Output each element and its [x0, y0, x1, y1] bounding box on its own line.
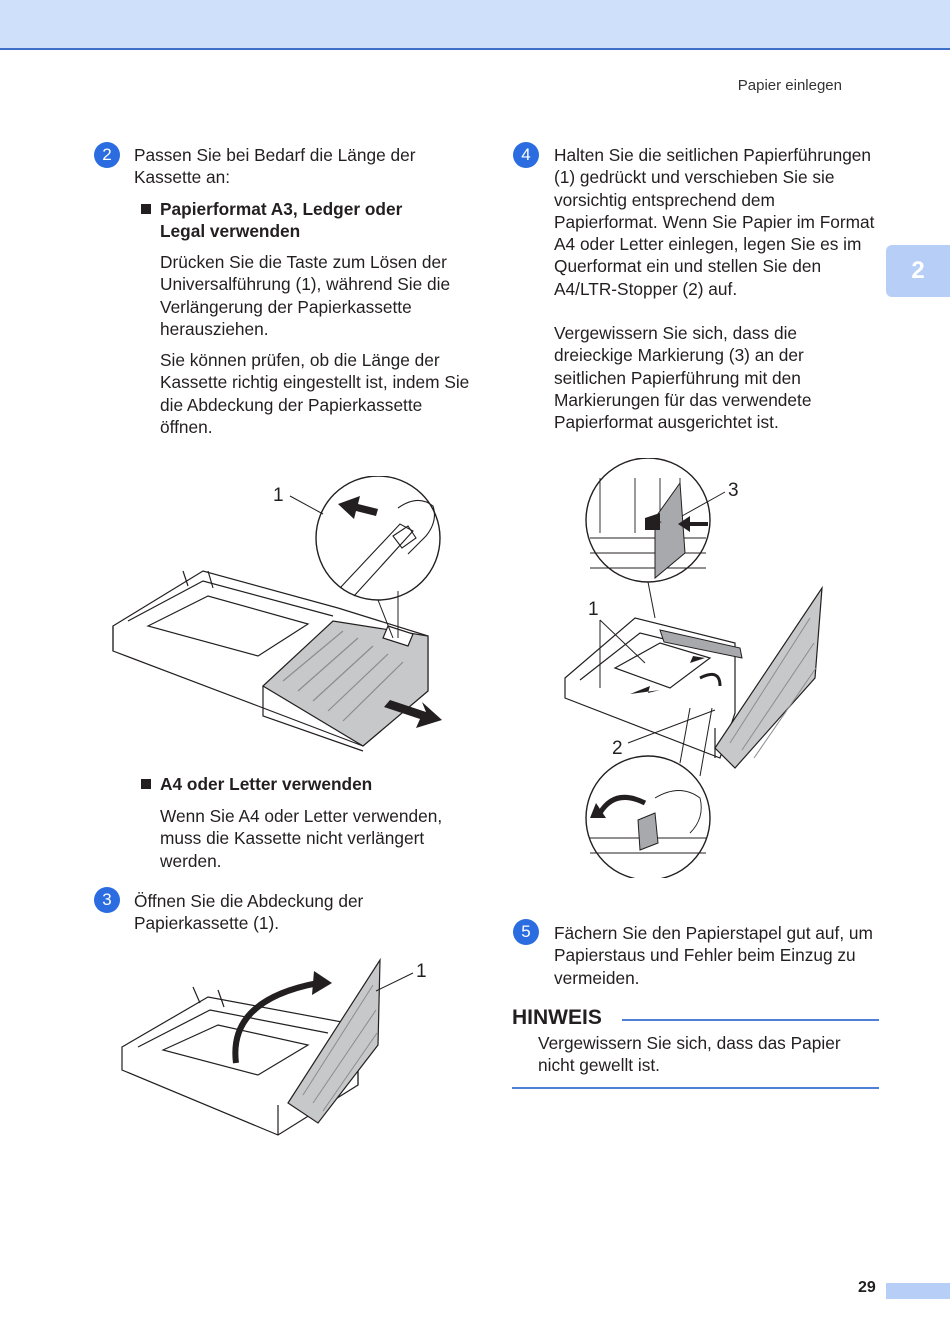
page-tab: [886, 1283, 950, 1299]
page-header-title: Papier einlegen: [737, 77, 842, 94]
step-2-text: Passen Sie bei Bedarf die Länge der Kass…: [134, 145, 416, 188]
bullet-square: [141, 779, 151, 789]
note-text: Vergewissern Sie sich, dass das Papier n…: [538, 1033, 841, 1076]
figure-3-callout-3: 3: [728, 480, 739, 501]
paragraph-a4-no-extend: Wenn Sie A4 oder Letter verwenden, muss …: [160, 806, 443, 871]
chapter-tab: 2: [886, 245, 950, 297]
bullet-square: [141, 204, 151, 214]
figure-1-callout-1: 1: [273, 485, 284, 506]
step-3-text: Öffnen Sie die Abdeckung der Papierkasse…: [134, 891, 364, 934]
paragraph-check-length: Sie können prüfen, ob die Länge der Kass…: [160, 350, 470, 437]
step-4-text: Halten Sie die seitlichen Papierführunge…: [554, 145, 875, 299]
note-top-rule: [622, 1019, 879, 1021]
figure-3-callout-2: 2: [612, 738, 623, 759]
subheading-a4-letter: A4 oder Letter verwenden: [160, 774, 373, 794]
figure-3-callout-1: 1: [588, 599, 599, 620]
figure-open-cover: 1: [118, 955, 448, 1140]
subheading-a3-ledger-legal: Papierformat A3, Ledger oder Legal verwe…: [160, 199, 403, 242]
figure-tray-extension: 1: [108, 476, 458, 756]
paragraph-release-guide: Drücken Sie die Taste zum Lösen der Univ…: [160, 252, 451, 339]
figure-side-guides: 3 1 2: [560, 458, 835, 878]
note-bottom-rule: [512, 1087, 879, 1089]
figure-2-callout-1: 1: [416, 961, 427, 982]
step-4-text-2: Vergewissern Sie sich, dass die dreiecki…: [554, 323, 812, 433]
step-number-4: 4: [513, 142, 539, 168]
step-number-3: 3: [94, 887, 120, 913]
step-5-text: Fächern Sie den Papierstapel gut auf, um…: [554, 923, 873, 988]
header-band: [0, 0, 950, 50]
page-number: 29: [858, 1279, 876, 1296]
note-title: HINWEIS: [512, 1006, 602, 1029]
step-number-2: 2: [94, 142, 120, 168]
step-number-5: 5: [513, 919, 539, 945]
